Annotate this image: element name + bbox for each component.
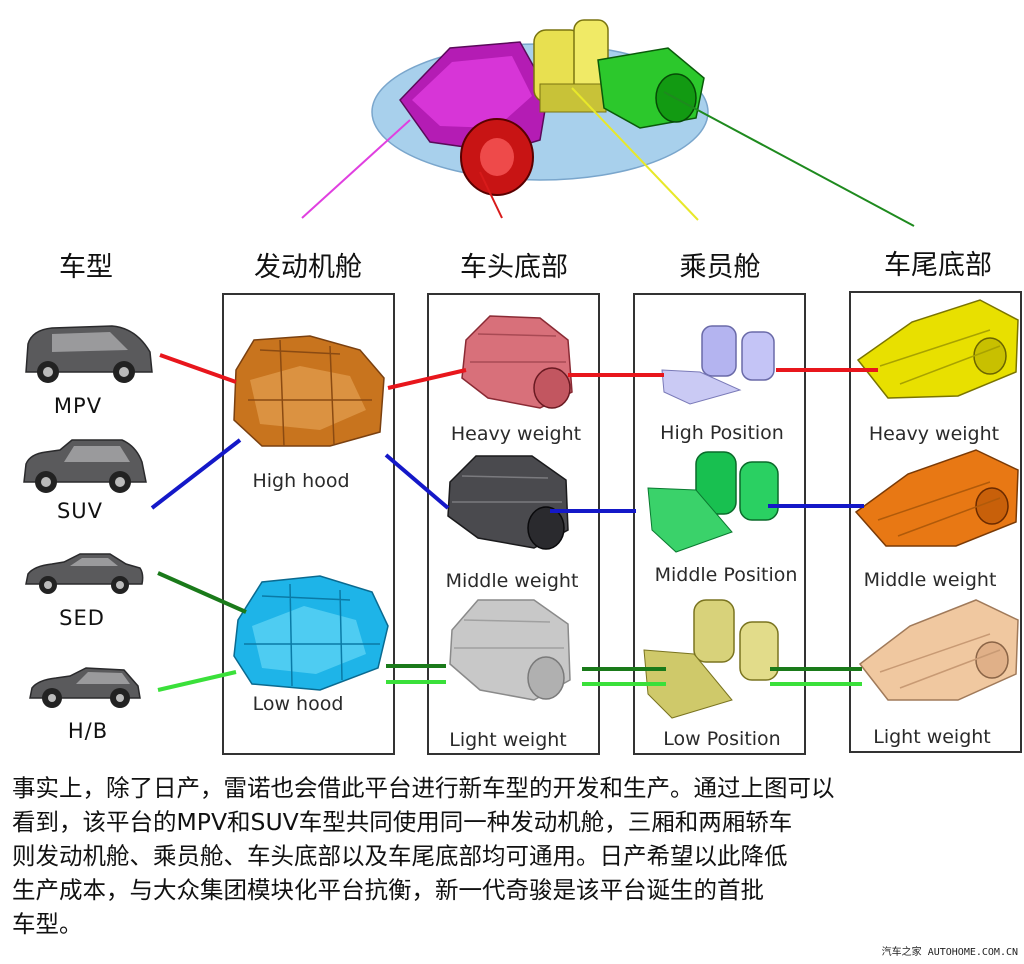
suv-car-icon — [24, 440, 146, 493]
rear-label-light-weight: Light weight — [873, 726, 991, 748]
vehicle-label-sed: SED — [59, 606, 105, 630]
header-front-floor: 车头底部 — [460, 252, 568, 283]
high-hood-component-image — [234, 336, 384, 446]
vehicle-label-suv: SUV — [57, 499, 103, 523]
mpv-car-icon — [26, 326, 152, 383]
front-label-heavy-weight: Heavy weight — [451, 423, 581, 445]
rear-label-middle-weight: Middle weight — [864, 569, 997, 591]
cabin-label-middle-position: Middle Position — [655, 564, 798, 586]
header-engine-bay: 发动机舱 — [254, 252, 362, 283]
front-label-light-weight: Light weight — [449, 729, 567, 751]
engine-label-low-hood: Low hood — [253, 693, 344, 715]
rear-label-heavy-weight: Heavy weight — [869, 423, 999, 445]
header-vehicle-type: 车型 — [59, 252, 113, 283]
platform-diagram: 车型 发动机舱 车头底部 乘员舱 车尾底部 MPV SUV SED H/B — [0, 0, 1024, 770]
header-rear-floor: 车尾底部 — [884, 250, 992, 281]
platform-illustration — [302, 20, 914, 226]
seats-module-image — [534, 20, 608, 112]
front-label-middle-weight: Middle weight — [446, 570, 579, 592]
header-cabin: 乘员舱 — [680, 252, 761, 283]
engine-label-high-hood: High hood — [252, 470, 349, 492]
site-watermark: 汽车之家 AUTOHOME.COM.CN — [882, 943, 1018, 958]
cabin-label-high-position: High Position — [660, 422, 784, 444]
cabin-label-low-position: Low Position — [663, 728, 780, 750]
vehicle-label-hb: H/B — [68, 719, 108, 743]
sedan-car-icon — [26, 554, 143, 594]
low-hood-component-image — [234, 576, 388, 690]
hatchback-car-icon — [30, 668, 140, 708]
front-wheel-image — [461, 119, 533, 195]
vehicle-label-mpv: MPV — [54, 394, 102, 418]
description-paragraph: 事实上，除了日产，雷诺也会借此平台进行新车型的开发和生产。通过上图可以 看到，该… — [12, 771, 1016, 941]
